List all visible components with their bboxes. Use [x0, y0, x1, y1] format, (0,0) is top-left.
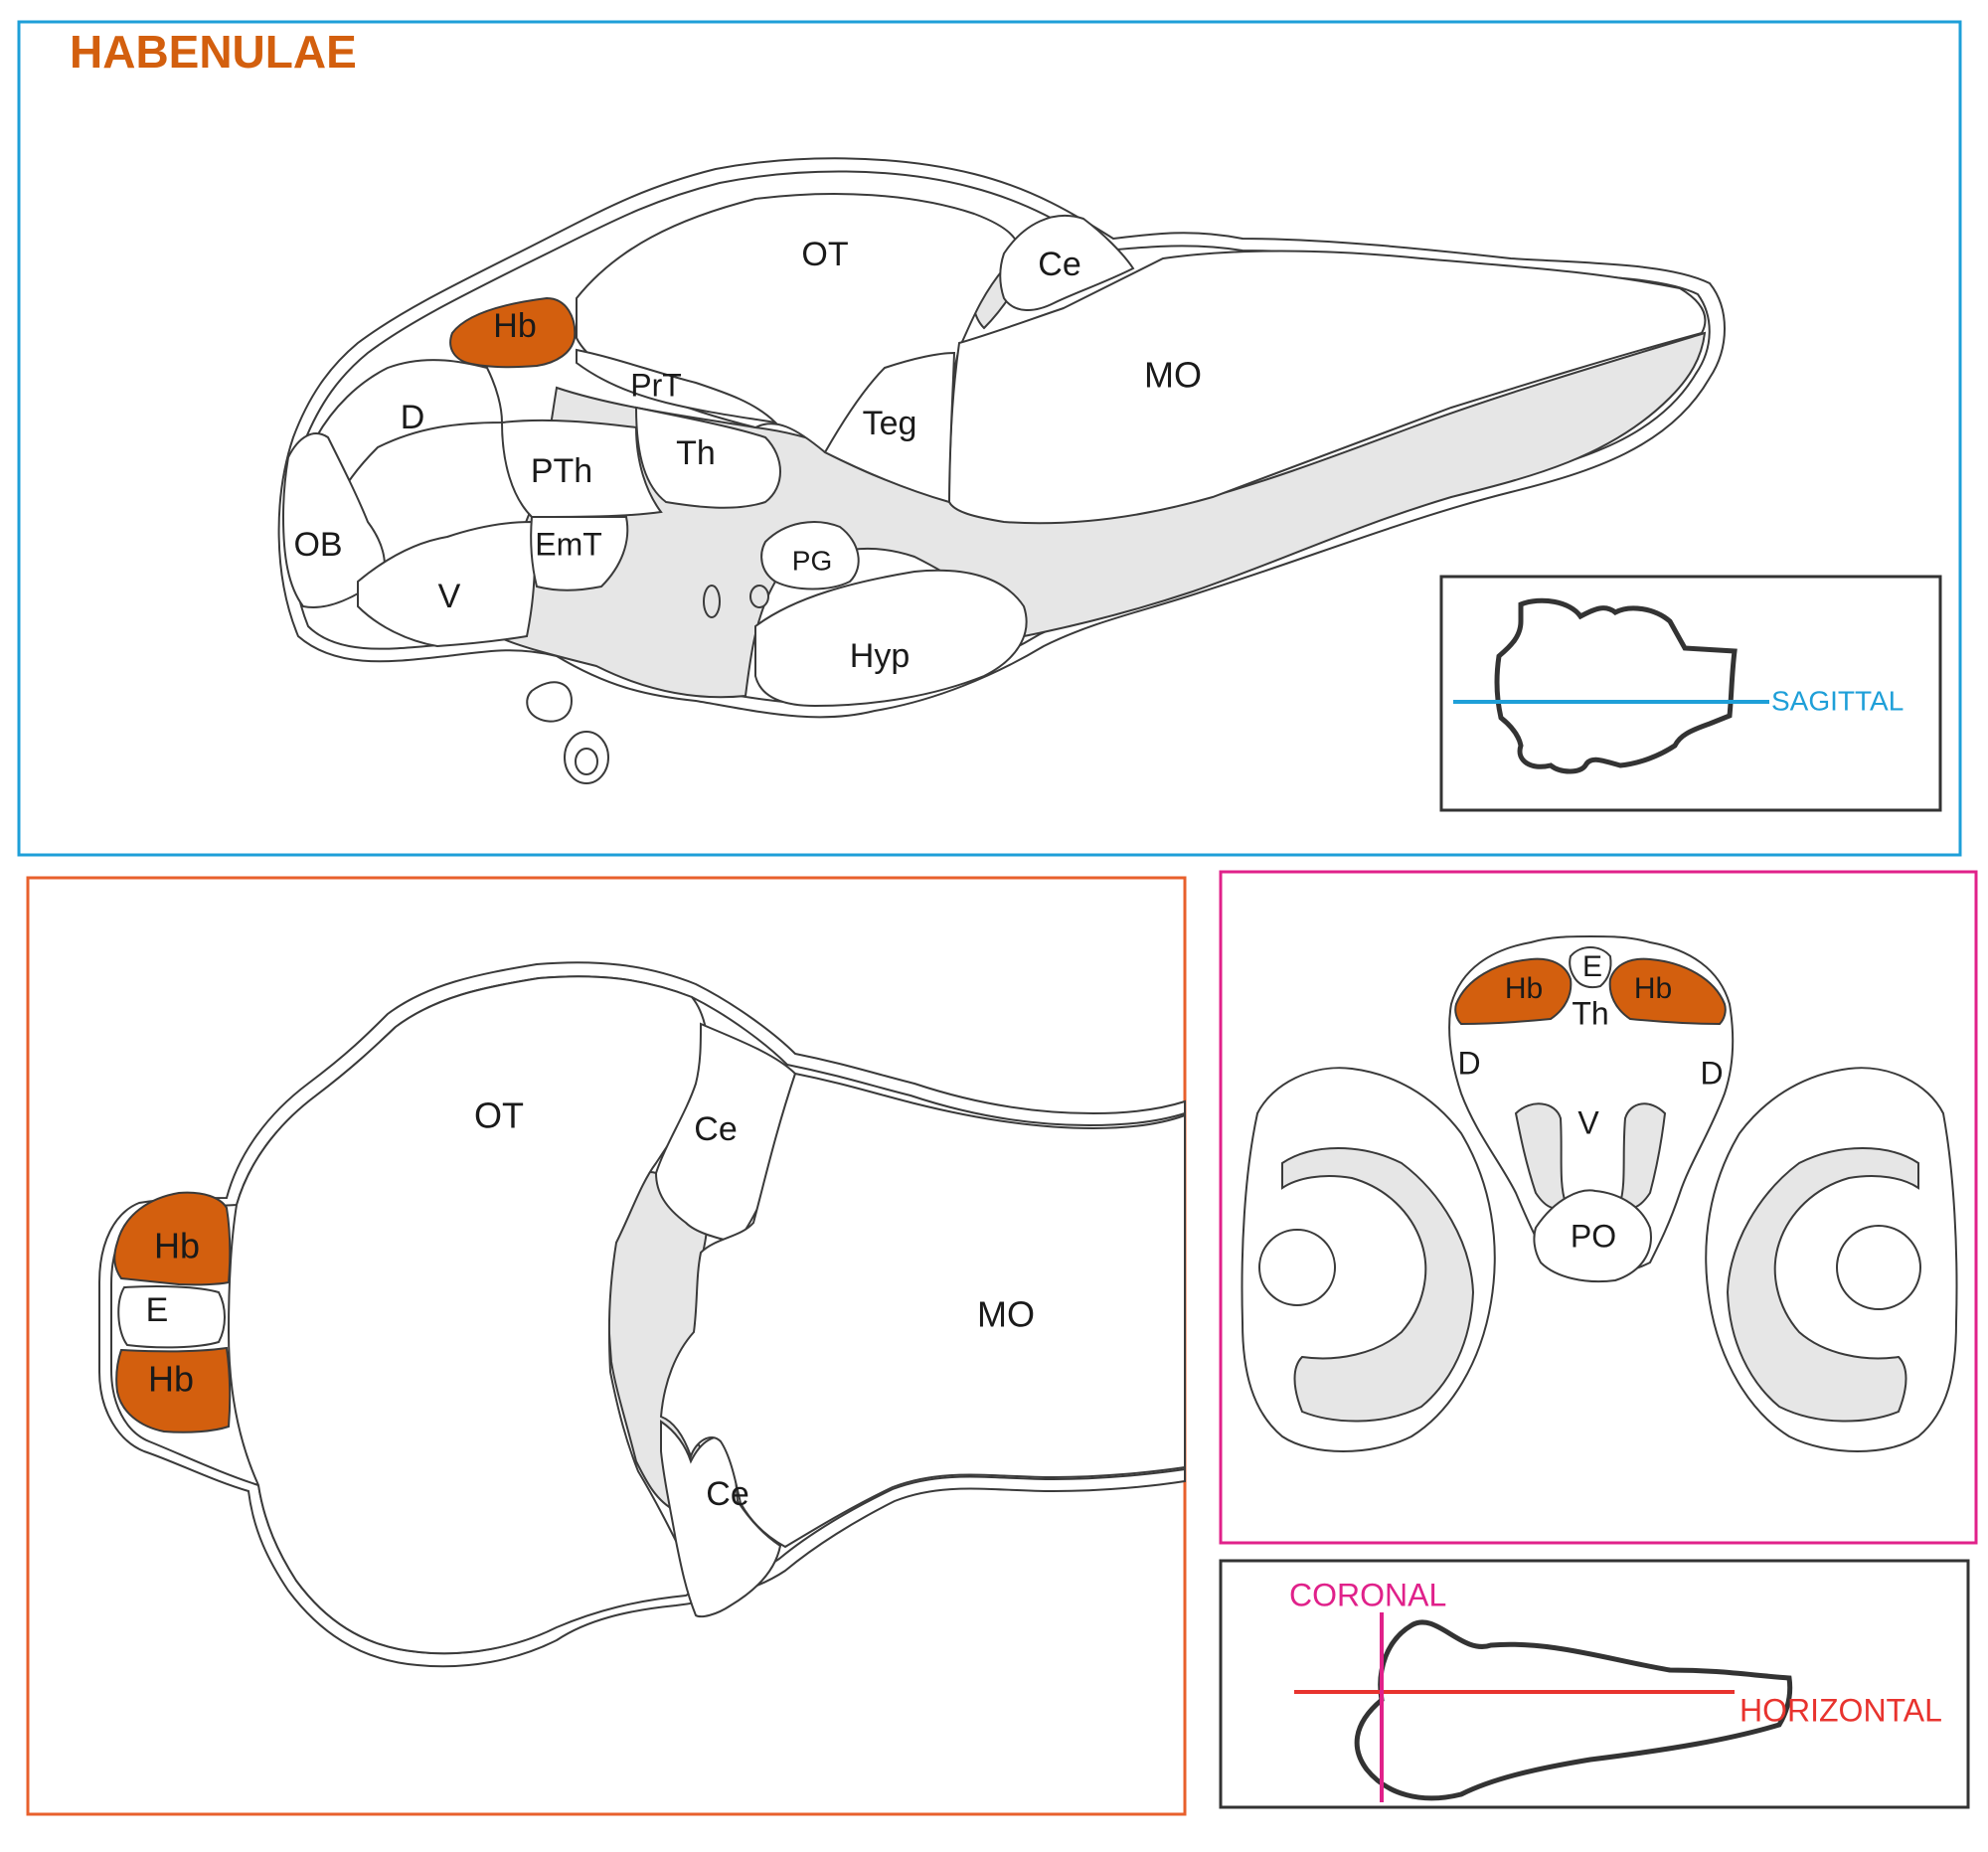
coronal-right-lens [1836, 1225, 1921, 1310]
coronal-po-region [1533, 1189, 1652, 1283]
label-hb-top-horizontal: Hb [154, 1226, 200, 1266]
label-hyp-sagittal: Hyp [850, 637, 910, 675]
label-hb-right-coronal: Hb [1634, 972, 1672, 1005]
region-emt-sagittal [530, 515, 629, 591]
sagittal-small-oval-2 [749, 585, 769, 608]
label-e-coronal: E [1582, 950, 1602, 983]
horizontal-plane-label: HORIZONTAL [1740, 1692, 1942, 1728]
label-emt-sagittal: EmT [535, 526, 602, 562]
sagittal-inset: SAGITTAL [1439, 575, 1942, 812]
label-pth-sagittal: PTh [531, 452, 592, 490]
label-hb-left-coronal: Hb [1505, 972, 1543, 1005]
section-planes-inset-frame [1219, 1559, 1970, 1809]
label-mo-horizontal: MO [977, 1294, 1035, 1335]
label-ce-sagittal: Ce [1038, 246, 1080, 283]
region-mo-sagittal [947, 250, 1707, 525]
label-mo-sagittal: MO [1144, 355, 1202, 396]
label-ob-sagittal: OB [293, 526, 342, 564]
label-d-right-coronal: D [1700, 1055, 1723, 1091]
coronal-plane-label: CORONAL [1289, 1577, 1446, 1612]
region-teg-sagittal [823, 351, 956, 504]
label-teg-sagittal: Teg [863, 405, 917, 442]
label-e-horizontal: E [146, 1291, 169, 1329]
coronal-section [1241, 935, 1958, 1452]
label-v-coronal: V [1577, 1104, 1599, 1140]
sagittal-inset-brain-outline [1494, 597, 1738, 774]
coronal-e-region [1569, 946, 1612, 989]
label-po-coronal: PO [1571, 1218, 1616, 1254]
label-d-left-coronal: D [1457, 1045, 1480, 1081]
label-th-sagittal: Th [676, 434, 716, 472]
region-th-sagittal [634, 406, 781, 509]
label-hb-bottom-horizontal: Hb [148, 1359, 194, 1400]
horizontal-ce-bottom-region [660, 1420, 782, 1618]
sagittal-small-circle-inner [575, 748, 598, 775]
label-th-coronal: Th [1572, 995, 1608, 1031]
region-pg-sagittal [760, 521, 860, 590]
sagittal-pituitary-fragment [526, 681, 574, 723]
label-ot-sagittal: OT [801, 236, 848, 273]
sagittal-brain [277, 157, 1726, 784]
horizontal-ot-region [227, 975, 710, 1655]
label-hb-sagittal: Hb [493, 307, 536, 345]
label-v-sagittal: V [438, 578, 461, 615]
inset2-brain-outline [1354, 1619, 1793, 1801]
coronal-hb-right [1608, 957, 1727, 1026]
coronal-left-eye-ring [1281, 1147, 1475, 1423]
horizontal-hb-bottom [115, 1346, 232, 1433]
horizontal-mo-region [659, 1072, 1186, 1549]
label-d-sagittal: D [401, 399, 425, 436]
region-hyp-sagittal [754, 569, 1028, 708]
coronal-panel-frame [1219, 870, 1978, 1545]
horizontal-e-region [117, 1285, 226, 1349]
horizontal-brain [98, 961, 1186, 1668]
sagittal-panel-frame [17, 20, 1962, 857]
label-prt-sagittal: PrT [630, 367, 682, 403]
section-planes-inset: CORONAL HORIZONTAL [1289, 1577, 1942, 1802]
label-ce-top-horizontal: Ce [694, 1110, 737, 1148]
region-prt-sagittal [576, 348, 778, 424]
sagittal-inset-label: SAGITTAL [1771, 685, 1904, 716]
region-ce-sagittal [999, 214, 1135, 311]
coronal-left-lens [1258, 1229, 1336, 1306]
coronal-hb-left [1454, 957, 1573, 1026]
sagittal-inset-frame [1439, 575, 1942, 812]
label-ot-horizontal: OT [474, 1095, 524, 1136]
horizontal-hb-top [113, 1191, 232, 1286]
label-pg-sagittal: PG [792, 545, 832, 576]
sagittal-small-oval-1 [703, 585, 721, 618]
region-pth-sagittal [500, 419, 663, 519]
coronal-right-eye-ring [1726, 1147, 1919, 1423]
figure-title: HABENULAE [70, 26, 357, 78]
label-ce-bottom-horizontal: Ce [706, 1475, 748, 1513]
